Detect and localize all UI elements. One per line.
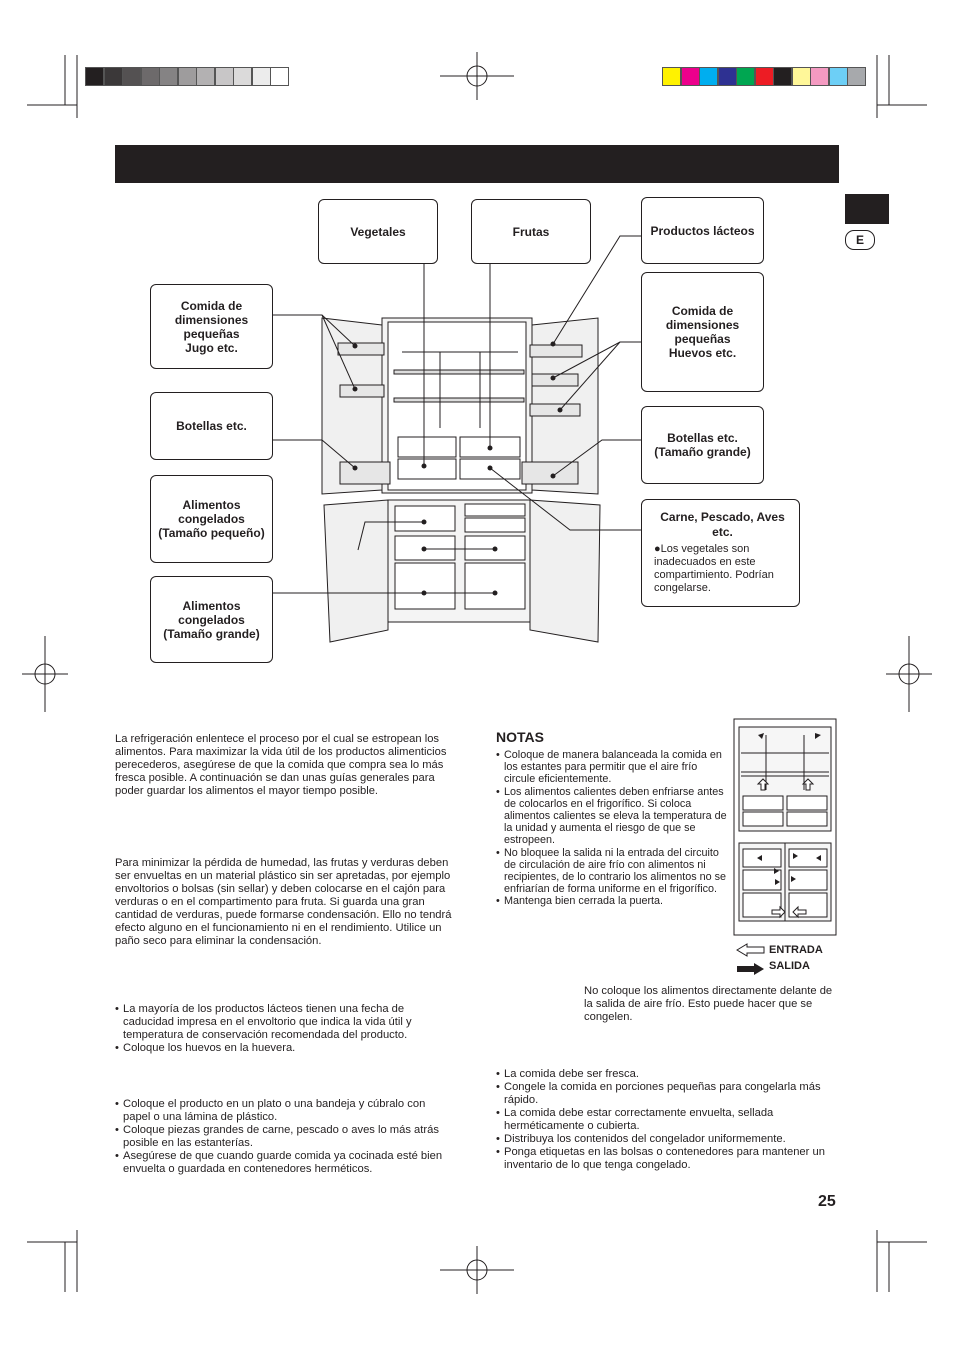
legend-entrada: ENTRADA bbox=[769, 944, 823, 956]
note-item: Coloque de manera balanceada la comida e… bbox=[496, 749, 728, 786]
page-number: 25 bbox=[818, 1193, 836, 1210]
note-item: No bloquee la salida ni la entrada del c… bbox=[496, 847, 728, 896]
side-tab bbox=[845, 194, 889, 224]
dairy-list: La mayoría de los productos lácteos tien… bbox=[115, 1003, 455, 1055]
label-congelados-pequeno: Alimentos congelados (Tamaño pequeño) bbox=[150, 475, 273, 563]
label-congelados-grande: Alimentos congelados (Tamaño grande) bbox=[150, 576, 273, 663]
label-botellas: Botellas etc. bbox=[150, 392, 273, 460]
notes-title: NOTAS bbox=[496, 729, 544, 745]
freezer-tip: La comida debe ser fresca. bbox=[496, 1068, 840, 1081]
freezer-tip: La comida debe estar correctamente envue… bbox=[496, 1107, 840, 1133]
intro-paragraph: La refrigeración enlentece el proceso po… bbox=[115, 733, 447, 797]
fruits-veg-paragraph: Para minimizar la pérdida de humedad, la… bbox=[115, 857, 452, 947]
meat-list: Coloque el producto en un plato o una ba… bbox=[115, 1098, 455, 1176]
legend-salida: SALIDA bbox=[769, 960, 810, 972]
label-frutas: Frutas bbox=[471, 199, 591, 264]
color-swatch bbox=[270, 67, 289, 86]
label-productos-lacteos: Productos lácteos bbox=[641, 197, 764, 264]
note-item: Los alimentos calientes deben enfriarse … bbox=[496, 786, 728, 847]
section-header-bar bbox=[115, 145, 839, 183]
freezer-tip: Ponga etiquetas en las bolsas o contened… bbox=[496, 1146, 840, 1172]
color-swatch bbox=[847, 67, 866, 86]
refrigerator-diagram bbox=[273, 235, 641, 643]
meat-item: Asegúrese de que cuando guarde comida ya… bbox=[115, 1150, 455, 1176]
language-badge: E bbox=[845, 230, 875, 250]
note-item: Mantenga bien cerrada la puerta. bbox=[496, 895, 728, 907]
airflow-note: No coloque los alimentos directamente de… bbox=[584, 985, 833, 1023]
meat-item: Coloque piezas grandes de carne, pescado… bbox=[115, 1124, 455, 1150]
freezer-tip: Distribuya los contenidos del congelador… bbox=[496, 1133, 840, 1146]
carne-pescado-note: ●Los vegetales son inadecuados en este c… bbox=[654, 543, 774, 594]
dairy-item: Coloque los huevos en la huevera. bbox=[115, 1042, 455, 1055]
label-vegetales: Vegetales bbox=[318, 199, 438, 264]
freezer-tips-list: La comida debe ser fresca. Congele la co… bbox=[496, 1068, 840, 1172]
meat-item: Coloque el producto en un plato o una ba… bbox=[115, 1098, 455, 1124]
label-comida-pequena-jugo: Comida de dimensiones pequeñas Jugo etc. bbox=[150, 284, 273, 369]
carne-pescado-title: Carne, Pescado, Aves etc. bbox=[660, 510, 785, 539]
freezer-tip: Congele la comida en porciones pequeñas … bbox=[496, 1081, 840, 1107]
label-comida-pequena-huevos: Comida de dimensiones pequeñas Huevos et… bbox=[641, 272, 764, 392]
dairy-item: La mayoría de los productos lácteos tien… bbox=[115, 1003, 455, 1042]
notes-list: Coloque de manera balanceada la comida e… bbox=[496, 749, 728, 908]
carne-pescado-box: Carne, Pescado, Aves etc. ●Los vegetales… bbox=[641, 499, 800, 607]
label-botellas-grande: Botellas etc. (Tamaño grande) bbox=[641, 406, 764, 484]
